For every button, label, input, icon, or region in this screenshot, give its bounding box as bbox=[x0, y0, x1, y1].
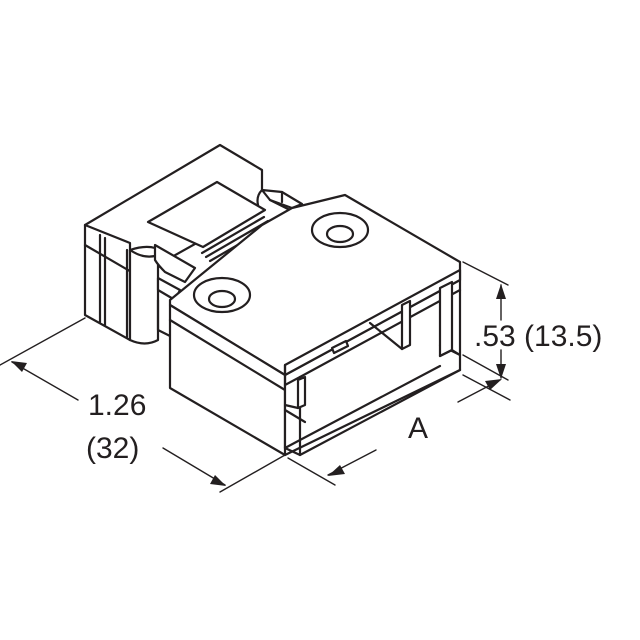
dimension-length-inch: 1.26 bbox=[88, 389, 146, 422]
front-housing bbox=[168, 193, 462, 457]
dimension-width-label: A bbox=[408, 412, 428, 445]
dimension-height-label: .53 (13.5) bbox=[474, 320, 602, 353]
dimension-length bbox=[0, 317, 286, 493]
screw-boss-front bbox=[192, 276, 252, 314]
dimension-length-mm: (32) bbox=[86, 432, 139, 465]
screw-boss-rear bbox=[310, 211, 370, 249]
dimension-height bbox=[462, 261, 509, 381]
dimension-width bbox=[287, 374, 511, 486]
